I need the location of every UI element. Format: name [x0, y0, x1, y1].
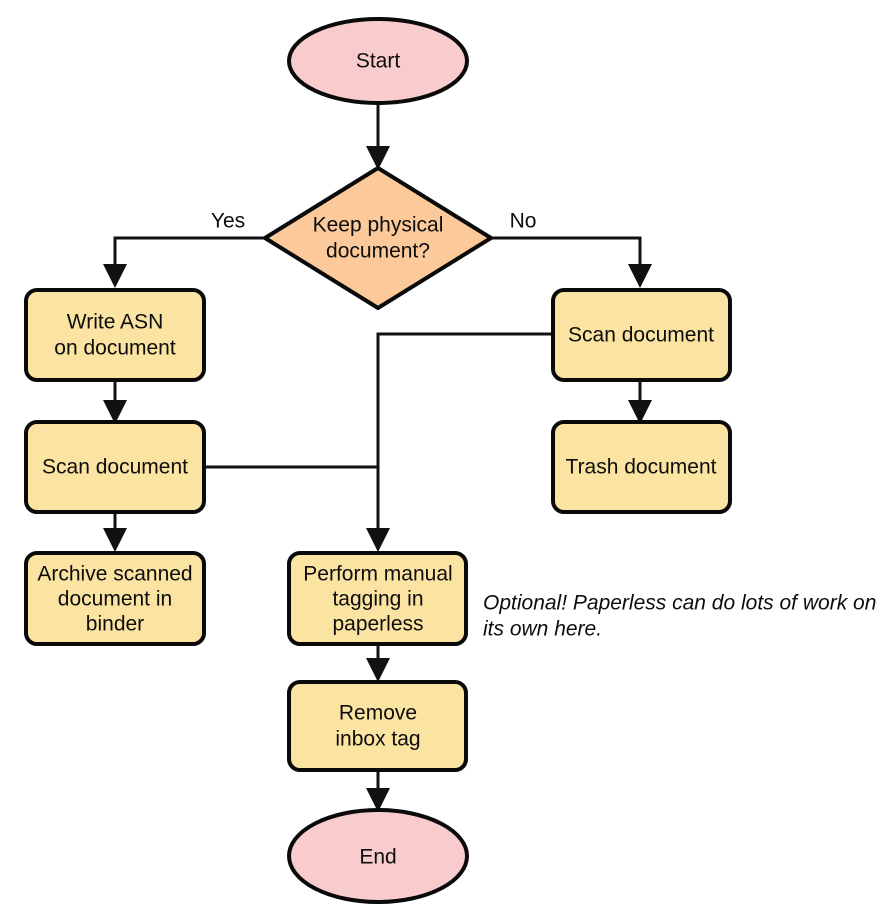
node-remove-inbox-tag[interactable]: Remove inbox tag [287, 680, 468, 772]
node-decision-label-line2: document? [326, 240, 430, 263]
edge-decision-yes-to-write-asn [103, 236, 265, 288]
node-scan-document-left-label: Scan document [42, 456, 188, 479]
node-archive-label-line2: document in [58, 588, 172, 611]
node-end[interactable]: End [287, 808, 469, 904]
end-ellipse[interactable] [287, 808, 469, 904]
node-end-label: End [359, 846, 396, 869]
scan-document-right-box[interactable] [551, 288, 732, 382]
node-archive-scanned-document[interactable]: Archive scanned document in binder [24, 551, 206, 646]
node-archive-label-line3: binder [86, 613, 144, 636]
edge-decision-no-to-scan-right [491, 236, 652, 288]
edge-label-yes: Yes [211, 210, 245, 233]
node-write-asn-on-document[interactable]: Write ASN on document [24, 288, 206, 382]
annotation-optional-note: Optional! Paperless can do lots of work … [483, 592, 876, 641]
node-remove-inbox-label-line2: inbox tag [335, 728, 420, 751]
edge-label-no: No [510, 210, 537, 233]
node-start[interactable]: Start [287, 17, 469, 105]
node-perform-manual-tagging[interactable]: Perform manual tagging in paperless [287, 551, 468, 646]
write-asn-box[interactable] [24, 288, 206, 382]
node-scan-document-right-label: Scan document [568, 324, 714, 347]
start-ellipse[interactable] [287, 17, 469, 105]
node-tagging-label-line2: tagging in [332, 588, 423, 611]
node-write-asn-label-line1: Write ASN [67, 311, 163, 334]
node-scan-document-left[interactable]: Scan document [24, 420, 206, 514]
annotation-line2: its own here. [483, 618, 602, 641]
node-tagging-label-line3: paperless [332, 613, 423, 636]
archive-document-box[interactable] [24, 551, 206, 646]
scan-document-left-box[interactable] [24, 420, 206, 514]
node-trash-document[interactable]: Trash document [551, 420, 732, 514]
edge-label-layer: Yes No [211, 210, 537, 233]
annotation-line1: Optional! Paperless can do lots of work … [483, 592, 876, 615]
node-write-asn-label-line2: on document [54, 337, 176, 360]
decision-diamond[interactable] [263, 166, 493, 310]
trash-document-box[interactable] [551, 420, 732, 514]
node-decision-label-line1: Keep physical [313, 214, 444, 237]
node-scan-document-right[interactable]: Scan document [551, 288, 732, 382]
node-decision-keep-physical-document[interactable]: Keep physical document? [263, 166, 493, 310]
node-layer: Start Keep physical document? Write ASN … [24, 17, 732, 904]
edge-scan-right-to-tagging [366, 332, 553, 552]
node-trash-document-label: Trash document [566, 456, 717, 479]
node-archive-label-line1: Archive scanned [37, 563, 192, 586]
node-remove-inbox-label-line1: Remove [339, 702, 417, 725]
remove-inbox-tag-box[interactable] [287, 680, 468, 772]
manual-tagging-box[interactable] [287, 551, 468, 646]
node-tagging-label-line1: Perform manual [303, 563, 452, 586]
node-start-label: Start [356, 50, 401, 73]
edge-layer [103, 103, 652, 812]
